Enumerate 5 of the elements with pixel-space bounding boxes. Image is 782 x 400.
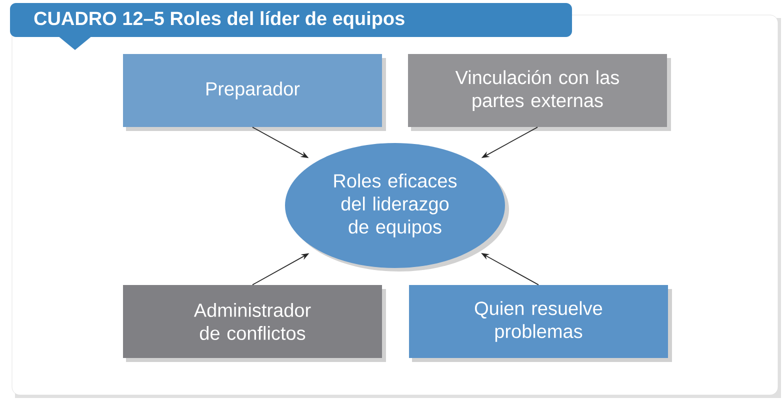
title: CUADRO 12–5 Roles del líder de equipos: [34, 11, 404, 29]
role-box: Preparador: [123, 54, 382, 127]
role-box: Administrador de conflictos: [123, 285, 382, 358]
role-box: Quien resuelve problemas: [409, 285, 668, 358]
role-box: Vinculación con las partes externas: [408, 54, 667, 127]
